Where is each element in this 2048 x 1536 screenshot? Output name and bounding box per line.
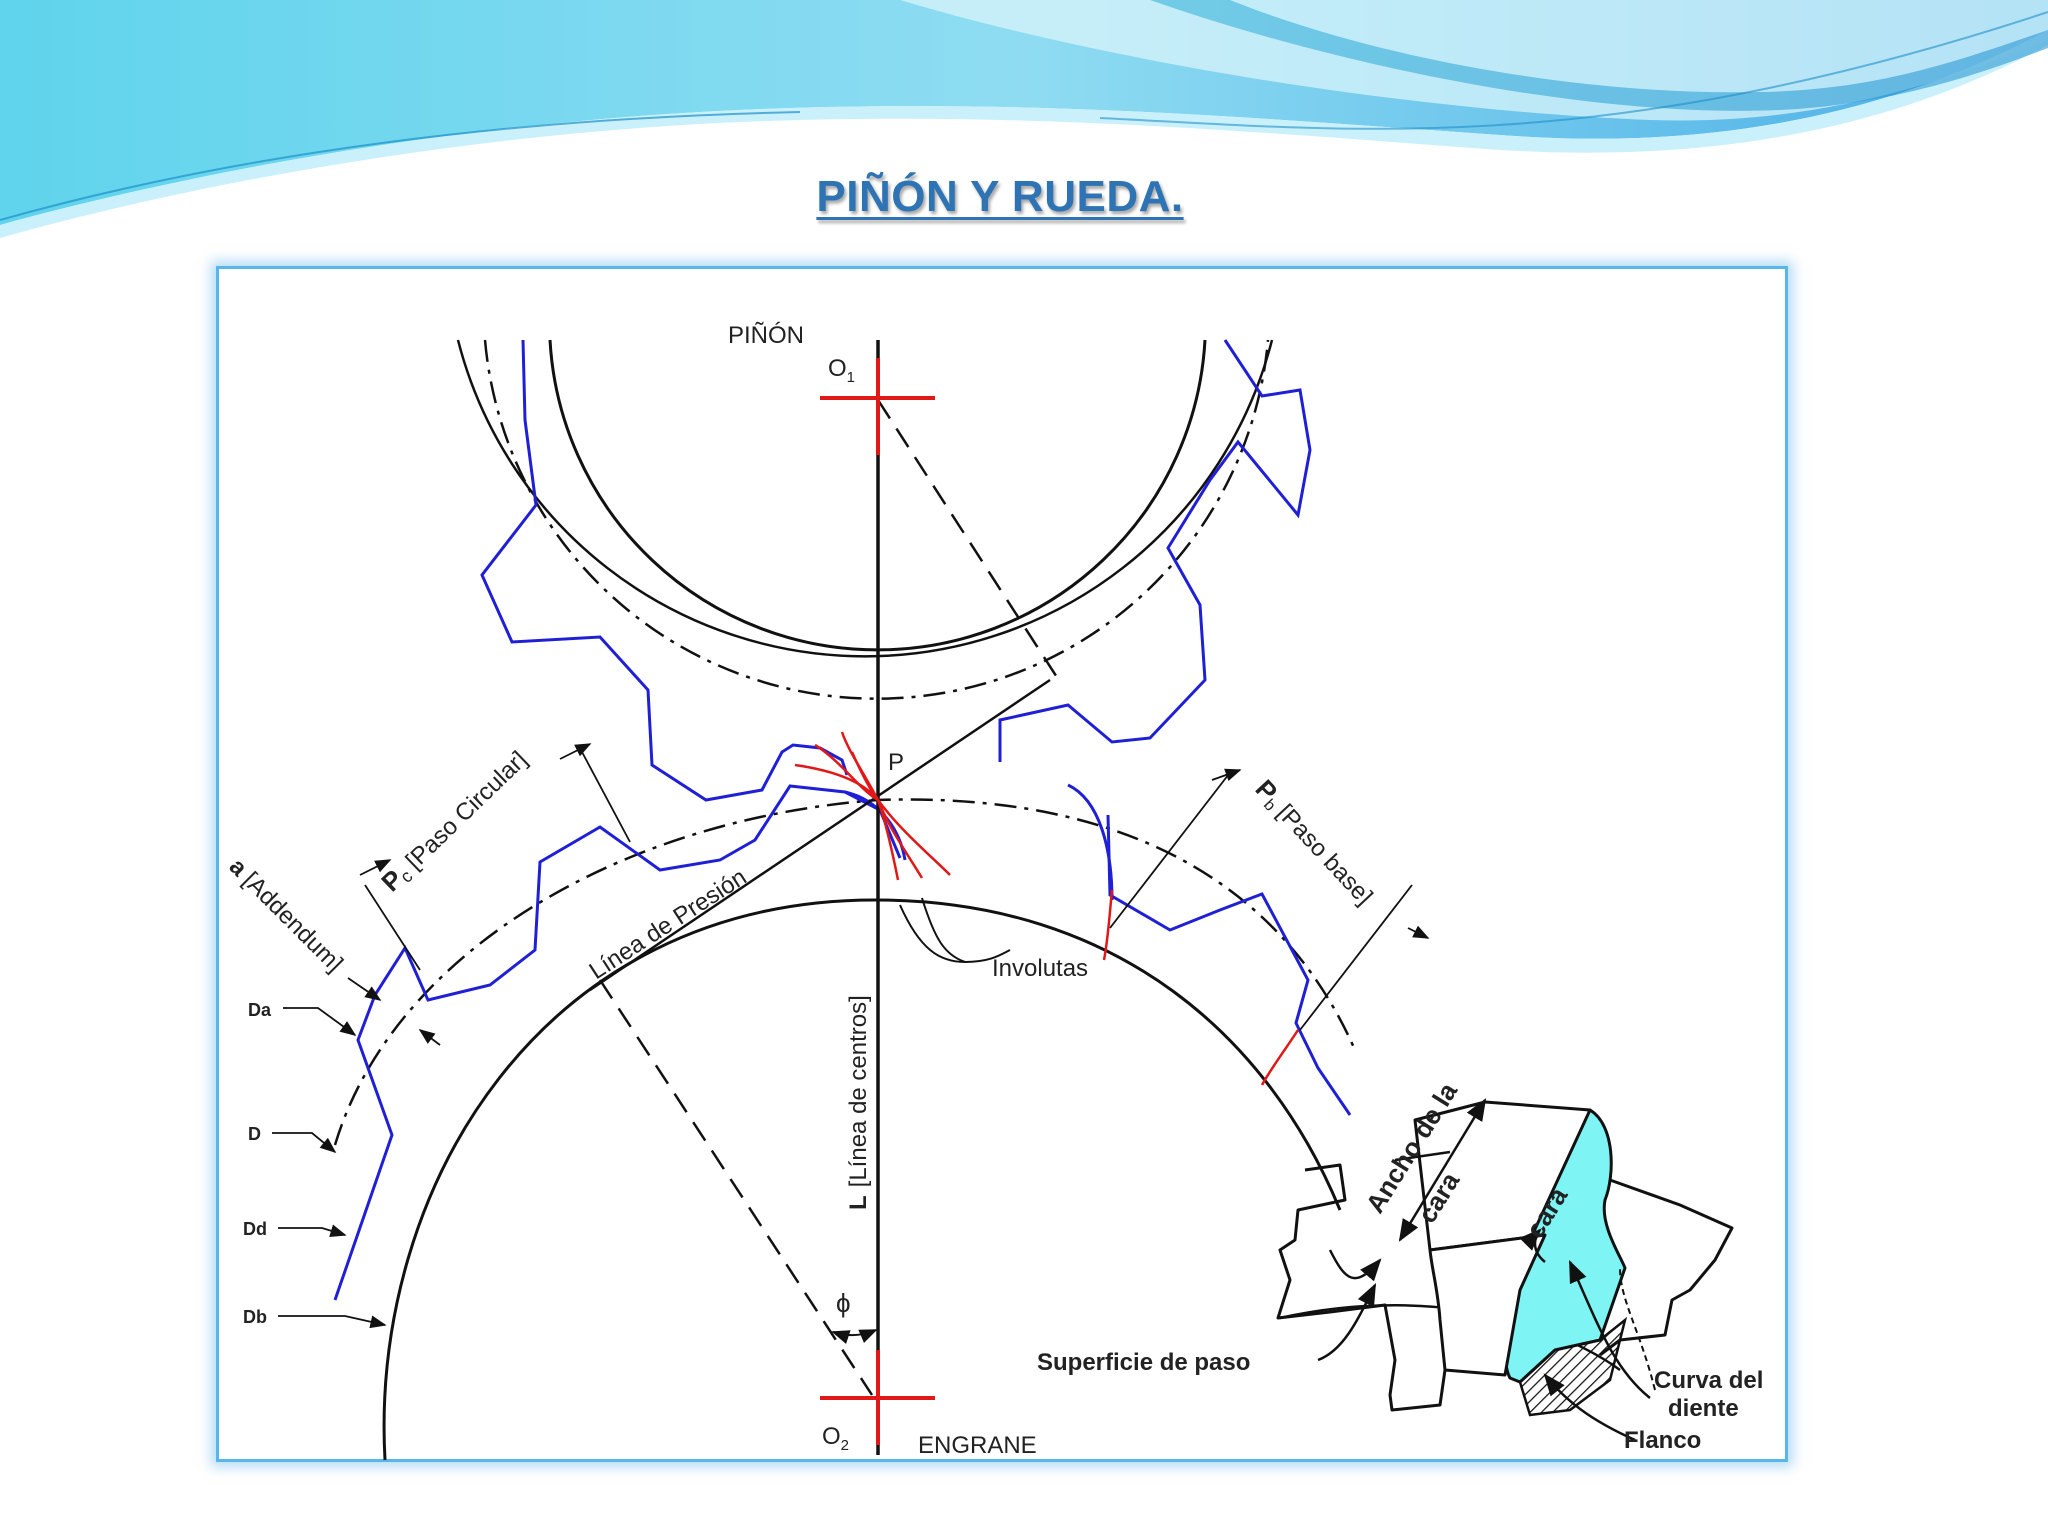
center-o1-cross [820, 358, 935, 455]
dd-label: Dd [243, 1219, 267, 1239]
pinion-tooth-profile [480, 339, 1312, 802]
tooth-curve-label-1: Curva del [1654, 1367, 1763, 1394]
pinion-construction-dash [876, 399, 1062, 683]
wheel-tooth-flank-right [1067, 783, 1114, 901]
header-wave-banner [0, 0, 2048, 238]
pitch-surface-label: Superficie de paso [1037, 1349, 1250, 1376]
center-o1-label: O1 [828, 355, 855, 386]
pinion-label: PIÑÓN [728, 322, 804, 349]
phi-angle-arc [831, 1329, 878, 1344]
involutes-label: Involutas [992, 955, 1088, 982]
inset-gear-body-right [1599, 1178, 1734, 1357]
involutes-leaders [899, 897, 1011, 963]
phi-label: ϕ [836, 1288, 851, 1318]
base-pitch-dimension [1109, 768, 1430, 1031]
flank-label: Flanco [1624, 1427, 1701, 1454]
pinion-outer-circle [456, 339, 1274, 658]
involute-curves [794, 731, 1300, 1086]
inset-gear-body [1276, 1163, 1521, 1412]
tooth-inset [1276, 1098, 1734, 1442]
pinion-pitch-circle [483, 339, 1270, 700]
center-o2-label: O2 [822, 1423, 849, 1454]
wheel-tooth-profile [333, 784, 1352, 1301]
inset-tooth-front [1428, 1233, 1547, 1377]
center-o2-cross [820, 1350, 935, 1445]
diameter-leaders [272, 1007, 387, 1329]
db-label: Db [243, 1307, 267, 1327]
circular-pitch-dimension [359, 743, 631, 971]
circular-pitch-label: Pc[Paso Circular] [375, 744, 534, 899]
pressure-line-label: Línea de Presión [585, 864, 752, 985]
pressure-line [589, 678, 1051, 992]
base-pitch-label: Pb[Paso base] [1248, 774, 1380, 912]
pitch-point-label: P [888, 749, 904, 776]
gear-label: ENGRANE [918, 1432, 1037, 1459]
slide-title: PIÑÓN Y RUEDA. [816, 172, 1184, 221]
wheel-base-circle [382, 898, 1342, 1461]
tooth-curve-label-2: diente [1668, 1395, 1739, 1422]
addendum-label: a[Addendum] [224, 853, 348, 977]
wheel-construction-dash [598, 979, 874, 1396]
face-width-arrow [1398, 1098, 1487, 1242]
da-label: Da [248, 1000, 272, 1020]
d-label: D [248, 1124, 261, 1144]
center-line-label: L[Línea de centros] [845, 995, 872, 1210]
addendum-dimension [347, 977, 441, 1046]
